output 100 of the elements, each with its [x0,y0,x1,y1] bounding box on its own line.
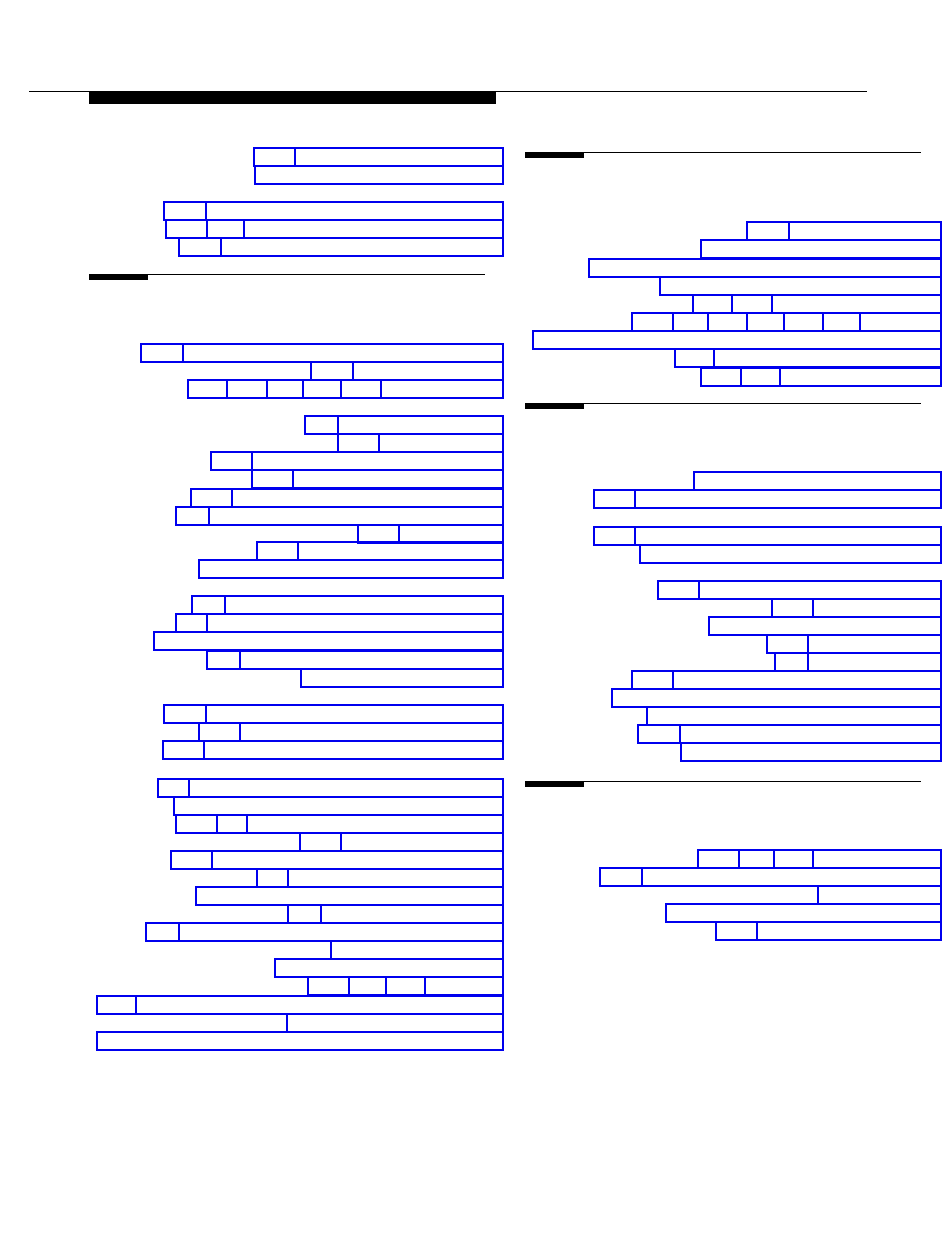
empty-box [211,850,504,870]
empty-box [231,488,504,508]
empty-box [352,361,504,381]
empty-box [292,469,504,489]
empty-box [817,885,942,905]
empty-box [637,724,679,744]
empty-box [243,219,504,239]
empty-box [385,976,424,996]
empty-box [330,940,504,960]
empty-box [178,237,220,257]
empty-box [532,330,942,350]
empty-box [220,237,504,257]
empty-box [188,778,504,798]
empty-box [771,294,942,314]
empty-box [96,1031,504,1051]
empty-box [337,415,504,435]
empty-box [157,778,188,798]
empty-box [611,688,942,708]
empty-box [294,147,504,167]
empty-box [807,634,942,654]
empty-box [203,740,504,760]
empty-box [191,595,224,615]
empty-box [639,544,942,564]
empty-box [251,451,504,471]
empty-box [140,343,182,363]
empty-box [173,796,504,816]
empty-box [182,343,504,363]
empty-box [206,650,239,670]
empty-box [631,312,672,332]
empty-box [178,922,504,942]
empty-box [378,433,504,453]
empty-box [304,415,337,435]
empty-box [300,668,504,688]
empty-box [708,616,942,636]
empty-box [424,976,504,996]
empty-box [631,670,672,690]
empty-box [646,706,942,726]
empty-box [693,471,942,491]
empty-box [297,541,504,561]
empty-box [274,958,504,978]
empty-box [593,489,634,509]
empty-box [698,580,942,600]
empty-box [812,598,942,618]
empty-box [320,904,504,924]
empty-box [170,850,211,870]
empty-box [713,348,942,368]
empty-box [163,704,205,724]
empty-box [697,849,738,869]
empty-box [195,886,504,906]
empty-box [256,541,297,561]
empty-box [700,239,942,259]
empty-box [175,506,208,526]
empty-box [665,903,942,923]
empty-box [145,922,178,942]
empty-box [239,722,504,742]
empty-box [239,650,504,670]
empty-box [348,976,385,996]
empty-box [135,995,504,1015]
empty-box [302,379,340,399]
empty-box [859,312,942,332]
empty-box [738,849,773,869]
empty-box [163,201,205,221]
empty-box [187,379,226,399]
empty-box [206,613,504,633]
empty-box [216,814,246,834]
empty-box [634,526,942,546]
empty-box [674,348,713,368]
empty-box [205,201,504,221]
empty-box [380,379,504,399]
empty-box [205,704,504,724]
empty-box [634,489,942,509]
empty-box [588,258,942,278]
empty-box [198,559,504,579]
empty-box [679,724,942,744]
empty-box [162,740,203,760]
empty-box [672,670,942,690]
empty-box [340,832,504,852]
empty-box [246,814,504,834]
empty-box [287,868,504,888]
empty-box [153,631,504,651]
empty-box [357,524,398,544]
empty-box [253,147,294,167]
empty-box [680,742,942,762]
empty-box [254,165,504,185]
empty-box [746,221,788,241]
empty-box [641,867,942,887]
empty-box [599,867,641,887]
empty-box [593,526,634,546]
empty-box [307,976,348,996]
empty-box [190,488,231,508]
empty-box [812,849,942,869]
empty-box [398,524,504,544]
empty-box [286,1013,504,1033]
empty-box [266,379,302,399]
empty-box [175,814,216,834]
empty-box [779,367,942,387]
empty-box [210,451,251,471]
empty-box [226,379,266,399]
empty-box [700,367,740,387]
empty-box [788,221,942,241]
